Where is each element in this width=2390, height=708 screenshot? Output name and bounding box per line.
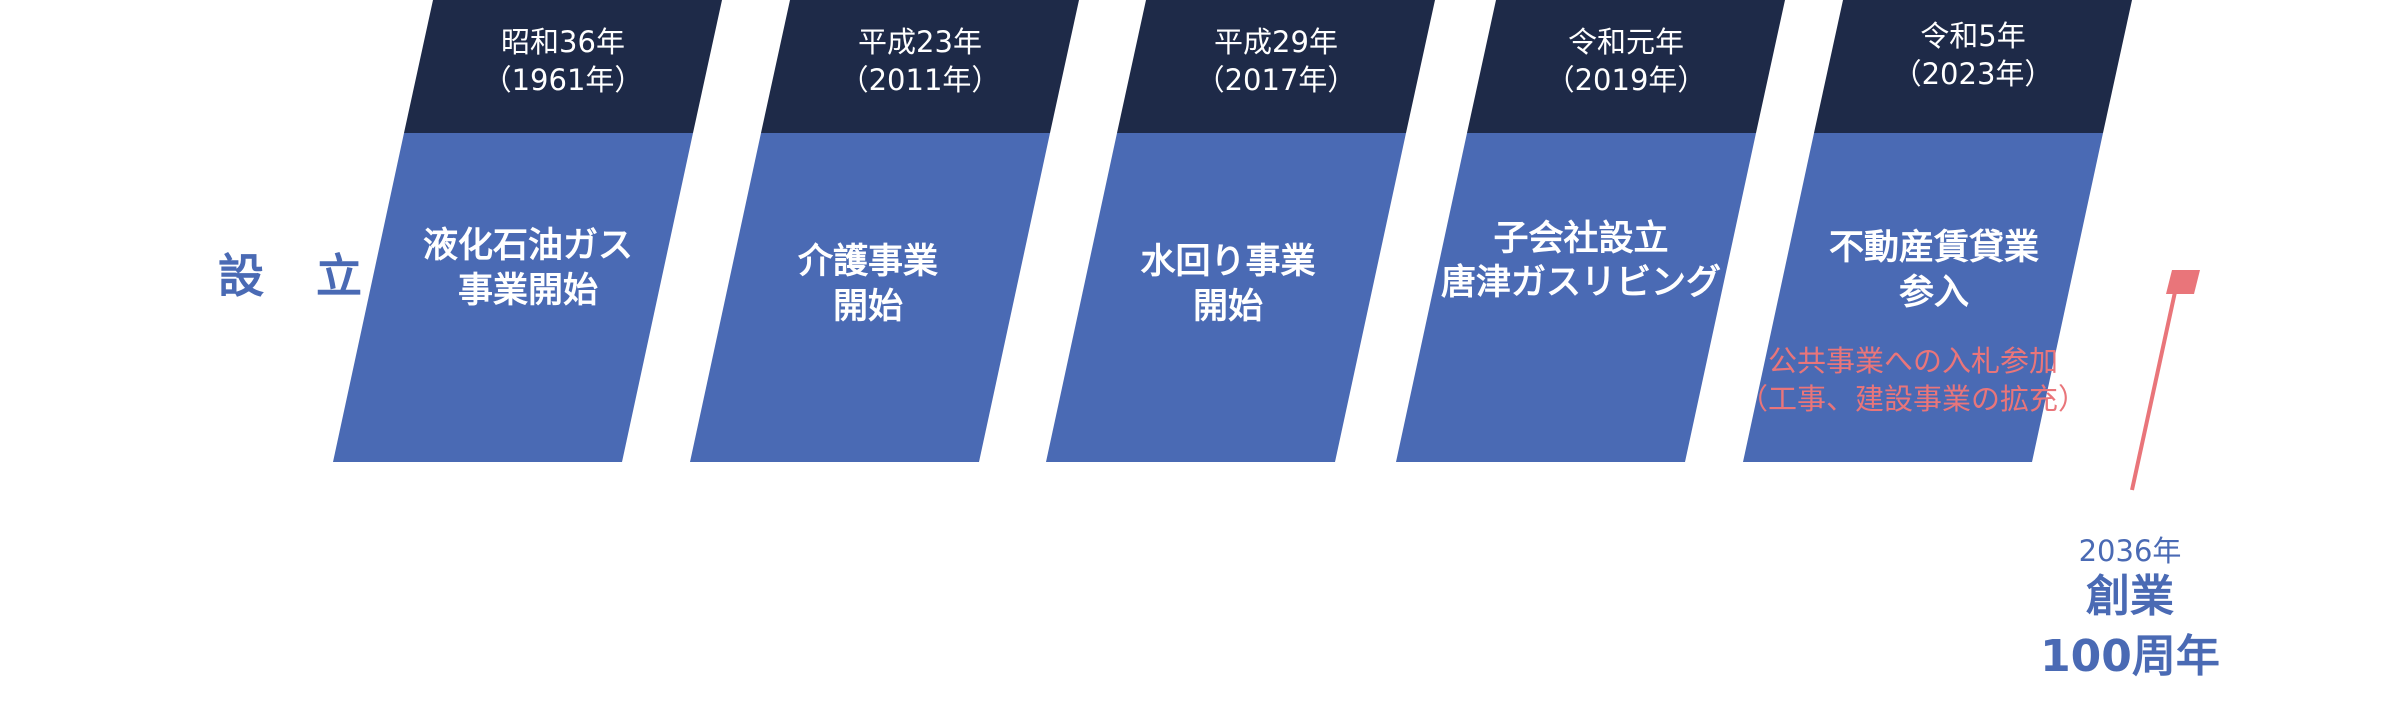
- milestone-5-era: 令和5年: [1920, 19, 2026, 53]
- milestone-5-header: [1814, 0, 2132, 133]
- milestone-5-year: （2023年）: [1892, 57, 2054, 91]
- milestone-1-title-line1: 液化石油ガス: [422, 226, 633, 266]
- anniversary-year: 2036年: [2078, 534, 2182, 568]
- milestone-5-body: [1743, 133, 2103, 462]
- milestone-3-era: 平成29年: [1214, 25, 1338, 59]
- milestone-1-title-line2: 事業開始: [457, 271, 598, 311]
- milestone-1-header: [404, 0, 722, 133]
- flag-icon: [2130, 270, 2200, 491]
- milestone-1-year: （1961年）: [482, 63, 644, 97]
- milestone-3-title-line2: 開始: [1192, 287, 1263, 327]
- milestone-5-note-line1: 公共事業への入札参加: [1767, 344, 2058, 378]
- milestone-2-year: （2011年）: [839, 63, 1001, 97]
- milestone-4-era: 令和元年: [1567, 25, 1684, 59]
- milestone-3-body: [1046, 133, 1406, 462]
- milestone-5-title-line1: 不動産賃貸業: [1828, 228, 2039, 268]
- milestone-5-note-line2: （工事、建設事業の拡充）: [1738, 382, 2087, 416]
- milestone-2-body: [690, 133, 1050, 462]
- milestone-1-body: [333, 133, 693, 462]
- founding-label: 設 立: [218, 249, 381, 303]
- milestone-1-era: 昭和36年: [501, 25, 625, 59]
- anniversary-title-line2: 100周年: [2040, 631, 2220, 682]
- milestone-5-title-line2: 参入: [1898, 273, 1969, 313]
- anniversary-title-line1: 創業: [2086, 571, 2174, 622]
- milestone-3-header: [1117, 0, 1435, 133]
- milestone-4-title-line2: 唐津ガスリビング: [1440, 263, 1721, 303]
- milestone-2-title-line1: 介護事業: [797, 242, 938, 282]
- milestone-3-year: （2017年）: [1195, 63, 1357, 97]
- milestone-4-title-line1: 子会社設立: [1493, 219, 1669, 259]
- milestone-2-header: [761, 0, 1079, 133]
- milestone-2-era: 平成23年: [858, 25, 982, 59]
- milestone-2-title-line2: 開始: [832, 287, 903, 327]
- milestone-3-title-line1: 水回り事業: [1140, 242, 1316, 282]
- milestone-4-body: [1396, 133, 1756, 462]
- milestone-4-header: [1467, 0, 1785, 133]
- milestone-4-year: （2019年）: [1545, 63, 1707, 97]
